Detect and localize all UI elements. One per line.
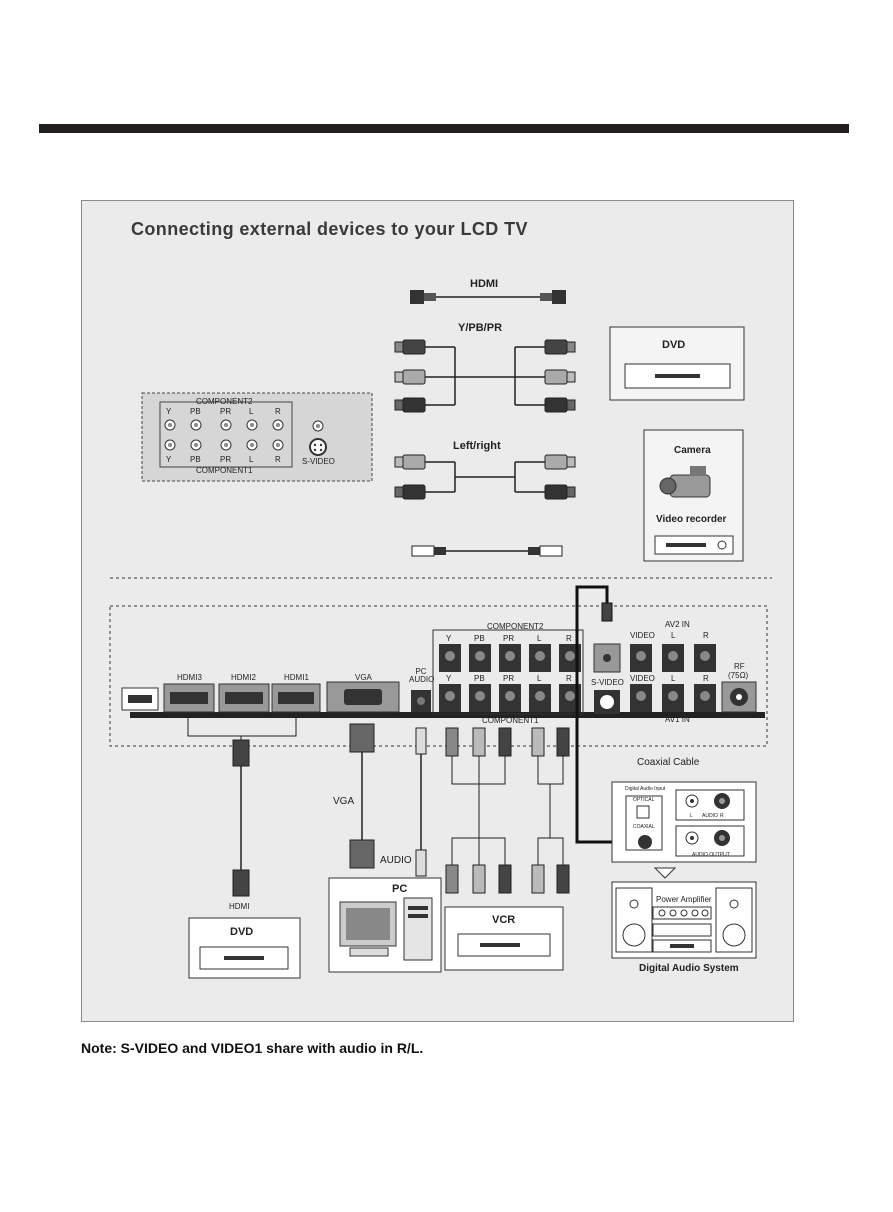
hdmi-cable-bottom-label: HDMI bbox=[229, 902, 250, 911]
audio-r-label: R bbox=[720, 813, 724, 819]
tv-comp-top-r: R bbox=[566, 634, 572, 643]
tv-comp-bottom-pb: PB bbox=[474, 674, 485, 683]
power-amplifier-drawing bbox=[611, 881, 757, 959]
comp-bottom-l: L bbox=[249, 455, 254, 464]
svideo-cable bbox=[411, 545, 563, 557]
tv-component2-label: COMPONENT2 bbox=[487, 622, 544, 631]
pc-audio-port bbox=[411, 690, 431, 712]
tv-panel-outline bbox=[109, 605, 768, 747]
hdmi3-label: HDMI3 bbox=[177, 673, 202, 682]
comp-bottom-y: Y bbox=[166, 455, 172, 464]
pc-audio-label: PC AUDIO bbox=[409, 667, 435, 684]
component-panel-drawing bbox=[141, 392, 373, 482]
tv-comp-top-pb: PB bbox=[474, 634, 485, 643]
hdmi1-label: HDMI1 bbox=[284, 673, 309, 682]
comp-top-pr: PR bbox=[220, 407, 232, 416]
av-bottom-video: VIDEO bbox=[630, 674, 655, 683]
comp-top-y: Y bbox=[166, 407, 172, 416]
svideo-label: S-VIDEO bbox=[302, 457, 335, 466]
page-title: Connecting external devices to your LCD … bbox=[131, 219, 528, 239]
optical-label: OPTICAL bbox=[633, 797, 655, 803]
left-right-cable bbox=[394, 454, 576, 500]
digital-audio-system-label: Digital Audio System bbox=[639, 963, 739, 974]
vcr-drawing bbox=[444, 906, 564, 971]
comp-top-l: L bbox=[249, 407, 254, 416]
tv-comp-bottom-y: Y bbox=[446, 674, 452, 683]
pc-drawing bbox=[328, 877, 442, 973]
digital-audio-input-label: Digital Audio Input bbox=[625, 786, 666, 792]
tv-comp-bottom-r: R bbox=[566, 674, 572, 683]
usb-port bbox=[121, 687, 159, 711]
ypbpr-cable-label: Y/PB/PR bbox=[458, 322, 503, 334]
comp-bottom-r: R bbox=[275, 455, 281, 464]
rf-port bbox=[721, 681, 757, 713]
dvd-bottom-label: DVD bbox=[230, 926, 254, 938]
rf-ohm-label: (75Ω) bbox=[728, 671, 749, 680]
coaxial-cable-label: Coaxial Cable bbox=[637, 757, 700, 768]
av1-in-label: AV1 IN bbox=[665, 715, 690, 724]
tv-comp-bottom-l: L bbox=[537, 674, 542, 683]
tv-component1-label: COMPONENT1 bbox=[482, 716, 539, 725]
pc-label: PC bbox=[392, 883, 408, 895]
audio-l-label: L bbox=[690, 813, 693, 819]
top-rule bbox=[39, 124, 849, 133]
power-amplifier-label: Power Amplifier bbox=[656, 895, 712, 904]
tv-comp-top-l: L bbox=[537, 634, 542, 643]
vcr-label: VCR bbox=[492, 914, 516, 926]
tv-svideo-label: S-VIDEO bbox=[591, 678, 624, 687]
camera-recorder-drawing bbox=[643, 429, 744, 562]
tv-comp-top-y: Y bbox=[446, 634, 452, 643]
av-top-l: L bbox=[671, 631, 676, 640]
av-top-video: VIDEO bbox=[630, 631, 655, 640]
comp-bottom-pr: PR bbox=[220, 455, 232, 464]
hdmi-cable-bottom bbox=[187, 718, 297, 897]
comp-bottom-pb: PB bbox=[190, 455, 201, 464]
dvd-top-drawing bbox=[609, 326, 745, 401]
left-right-cable-label: Left/right bbox=[453, 440, 501, 452]
vga-port bbox=[326, 681, 400, 713]
page-note: Note: S-VIDEO and VIDEO1 share with audi… bbox=[81, 1040, 424, 1056]
vga-cable-label: VGA bbox=[333, 796, 355, 807]
comp-top-pb: PB bbox=[190, 407, 201, 416]
dvd-top-label: DVD bbox=[662, 339, 686, 351]
component2-label: COMPONENT2 bbox=[196, 397, 253, 406]
camera-label: Camera bbox=[674, 445, 711, 456]
hdmi-cable-label: HDMI bbox=[470, 278, 499, 290]
tv-panel-bar bbox=[130, 712, 765, 718]
av2-in-label: AV2 IN bbox=[665, 620, 690, 629]
tv-av-ports bbox=[630, 644, 716, 712]
audio-output-label: AUDIO OUTPUT bbox=[692, 852, 730, 858]
vga-label: VGA bbox=[355, 673, 372, 682]
video-recorder-label: Video recorder bbox=[656, 514, 727, 525]
audio-cable-label: AUDIO bbox=[380, 855, 412, 866]
hdmi2-label: HDMI2 bbox=[231, 673, 256, 682]
rf-label: RF bbox=[734, 662, 745, 671]
hdmi-ports bbox=[163, 683, 321, 713]
pc-audio-cable bbox=[415, 727, 427, 877]
dvd-bottom-drawing bbox=[188, 917, 301, 979]
tv-coax-svideo bbox=[593, 643, 621, 714]
vga-cable bbox=[349, 723, 375, 869]
component1-label: COMPONENT1 bbox=[196, 466, 253, 475]
tv-comp-bottom-pr: PR bbox=[503, 674, 515, 683]
av-bottom-l: L bbox=[671, 674, 676, 683]
av-top-r: R bbox=[703, 631, 709, 640]
av-bottom-r: R bbox=[703, 674, 709, 683]
hdmi-cable-top bbox=[410, 290, 566, 304]
coaxial-label: COAXIAL bbox=[633, 824, 655, 830]
tv-comp-top-pr: PR bbox=[503, 634, 515, 643]
digital-audio-panel bbox=[611, 781, 757, 879]
ypbpr-cable bbox=[394, 339, 576, 413]
comp-top-r: R bbox=[275, 407, 281, 416]
vcr-cables bbox=[445, 727, 570, 894]
audio-mid-label: AUDIO bbox=[702, 813, 718, 819]
